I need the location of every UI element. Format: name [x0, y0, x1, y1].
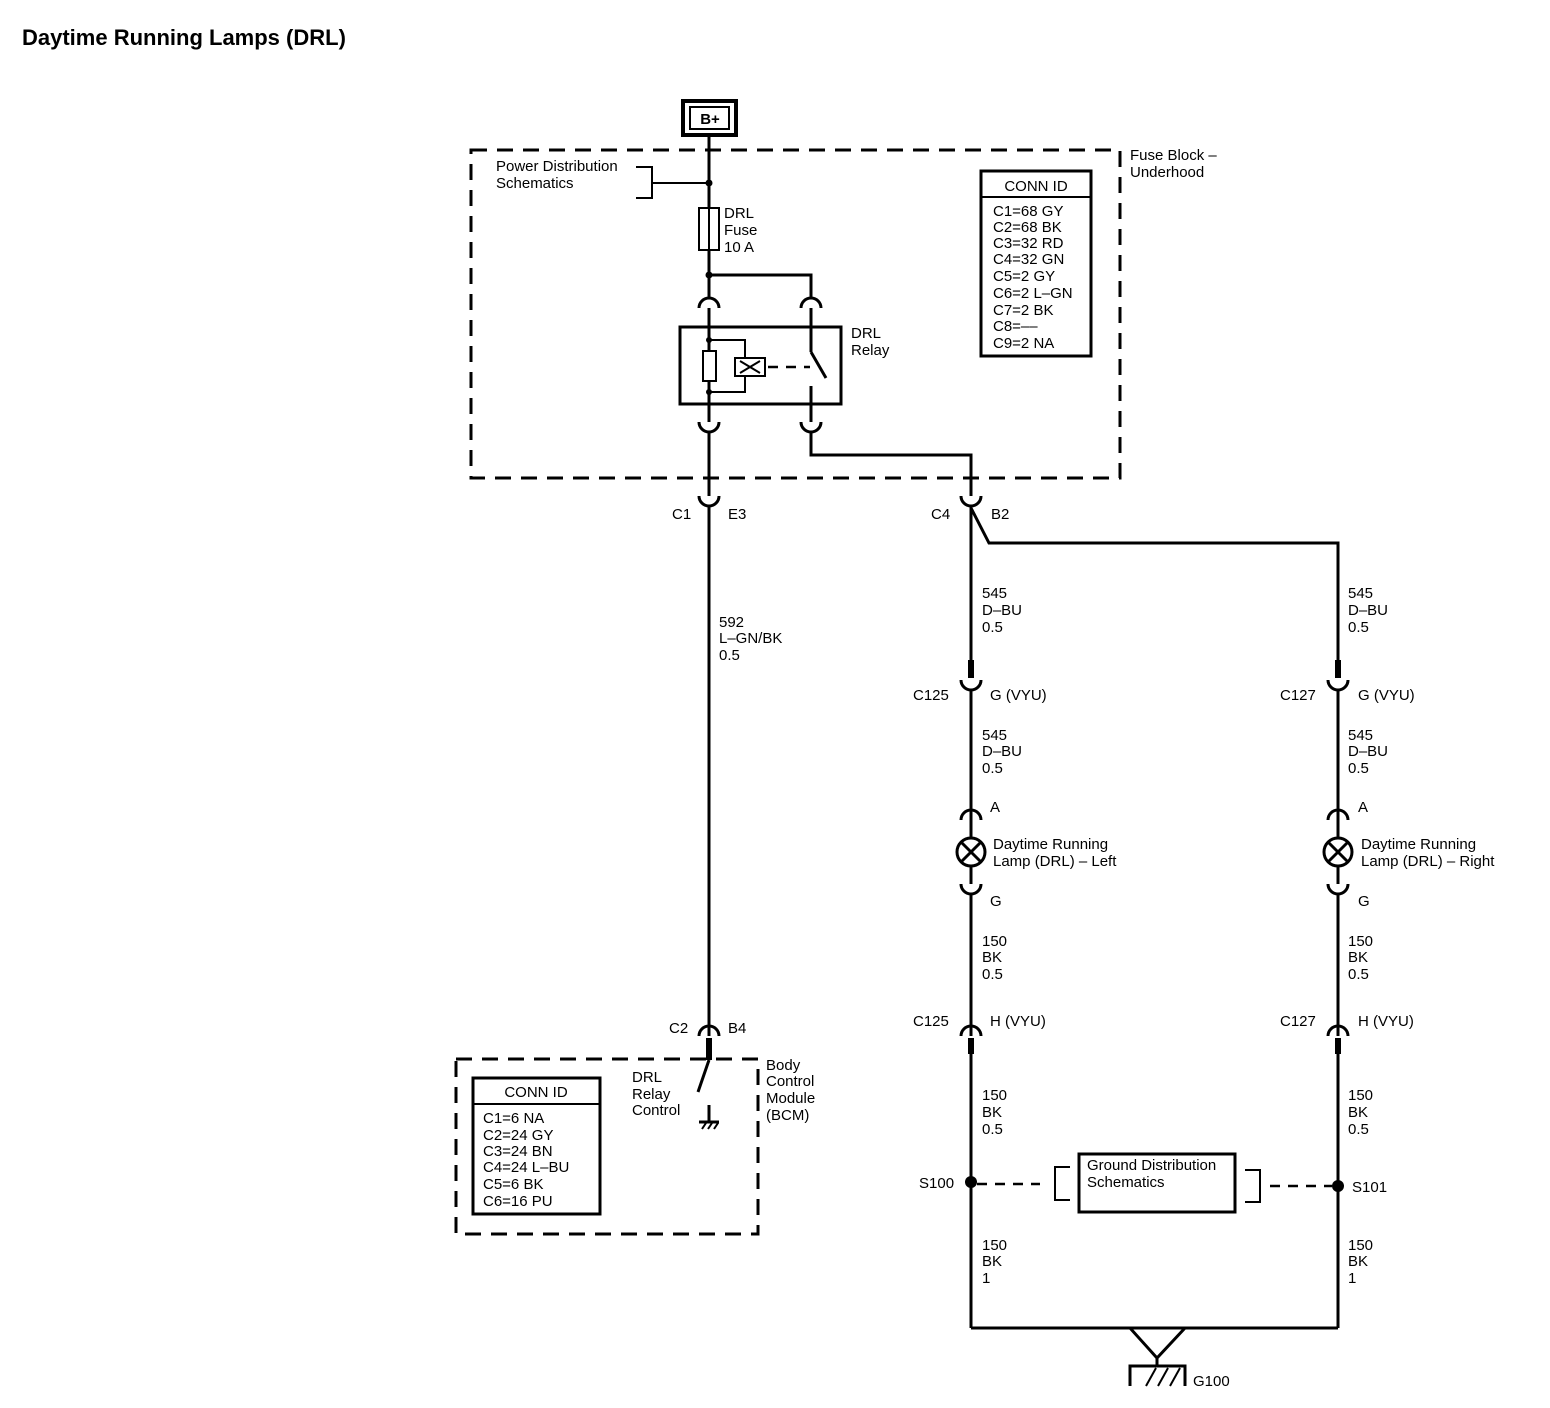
- battery-label: B+: [700, 111, 720, 128]
- fuse-block-label: Fuse Block – Underhood: [1130, 147, 1221, 181]
- connector-b4-label: B4: [728, 1020, 746, 1037]
- ground-hatch: [707, 1122, 713, 1130]
- connector-pin: [706, 1038, 712, 1060]
- connector-c127-h: [1326, 1024, 1350, 1037]
- fuse-block-conn-table: [979, 169, 1093, 358]
- ground-g100-label: G100: [1193, 1373, 1230, 1390]
- ground-symbol: [1128, 1364, 1187, 1386]
- ground-dist-label: Ground Distribution Schematics: [1087, 1157, 1220, 1191]
- connector-g-vyu-right: G (VYU): [1358, 687, 1415, 704]
- ground-hatch: [1169, 1367, 1181, 1387]
- ground-dist-bracket-right: [1245, 1169, 1261, 1203]
- battery-box-inner: [689, 106, 730, 130]
- ground-hatch: [1157, 1367, 1169, 1387]
- wire-150-1-label-right: 150 BK 1: [1348, 1237, 1377, 1287]
- bcm-conn-table-rows: C1=6 NA C2=24 GY C3=24 BN C4=24 L–BU C5=…: [483, 1110, 573, 1210]
- connector-b2-label: B2: [991, 506, 1009, 523]
- connector-symbol: [1326, 808, 1350, 821]
- power-dist-bracket: [636, 166, 653, 199]
- connector-symbol: [1326, 883, 1350, 896]
- wire-relay-output: [809, 432, 973, 488]
- connector-e3-label: E3: [728, 506, 746, 523]
- connector-pin: [1335, 1038, 1341, 1054]
- lamp-right-pin-g: G: [1358, 893, 1370, 910]
- connector-c1-label: C1: [672, 506, 691, 523]
- lamp-left-pin-a: A: [990, 799, 1000, 816]
- wire-545-right: [969, 507, 1340, 670]
- connector-symbol: [959, 808, 983, 821]
- wire-545-label-left: 545 D–BU 0.5: [982, 585, 1026, 636]
- connector-symbol: [697, 421, 721, 434]
- relay-coil-lead: [709, 339, 746, 358]
- ground-dist-bracket-left: [1054, 1166, 1070, 1201]
- connector-c2-label: C2: [669, 1020, 688, 1037]
- lamp-right-label: Daytime Running Lamp (DRL) – Right: [1361, 836, 1495, 870]
- page-title: Daytime Running Lamps (DRL): [22, 25, 346, 50]
- connector-c127-top-label: C127: [1280, 687, 1316, 704]
- lamp-right-pin-a: A: [1358, 799, 1368, 816]
- splice-s100: [965, 1176, 977, 1188]
- connector-symbol: [799, 421, 823, 434]
- connector-c2-b4: [697, 1024, 721, 1037]
- splice-s100-label: S100: [919, 1175, 954, 1192]
- lamp-left-label: Daytime Running Lamp (DRL) – Left: [993, 836, 1117, 870]
- wire-150-label-left: 150 BK 0.5: [982, 933, 1011, 983]
- lamp-left-pin-g: G: [990, 893, 1002, 910]
- conn-table-rows: C1=68 GY C2=68 BK C3=32 RD C4=32 GN C5=2…: [993, 203, 1077, 352]
- connector-g-vyu-left: G (VYU): [990, 687, 1047, 704]
- wire-545-label-right: 545 D–BU 0.5: [1348, 585, 1392, 636]
- connector-c1-e3: [697, 495, 721, 508]
- ground-hatch: [1145, 1367, 1157, 1387]
- wire-150-label-right-lower: 150 BK 0.5: [1348, 1087, 1377, 1138]
- connector-h-vyu-right: H (VYU): [1358, 1013, 1414, 1030]
- connector-c125-h: [959, 1024, 983, 1037]
- connector-c125-top-label: C125: [913, 687, 949, 704]
- relay-coil-lead: [709, 376, 746, 393]
- wire-ground-tap: [1128, 1326, 1187, 1361]
- connector-c4-label: C4: [931, 506, 950, 523]
- relay-label: DRL Relay: [851, 325, 890, 359]
- fuse-block-boundary: [469, 148, 1122, 480]
- relay-coil-x: [739, 360, 761, 374]
- splice-s101: [1332, 1180, 1344, 1192]
- lamp-cross: [1326, 840, 1350, 864]
- connector-symbol: [799, 296, 823, 309]
- fuse-label: DRL Fuse 10 A: [724, 205, 762, 256]
- bcm-conn-table-header: CONN ID: [504, 1084, 568, 1101]
- ground-hatch: [701, 1122, 707, 1130]
- connector-c125-g: [959, 679, 983, 692]
- connector-c4-b2: [959, 495, 983, 508]
- connector-c127-g: [1326, 679, 1350, 692]
- ground-hatch: [713, 1122, 719, 1130]
- conn-table-header: CONN ID: [1004, 178, 1068, 195]
- wire-545-label-right-lower: 545 D–BU 0.5: [1348, 727, 1392, 777]
- lamp-cross: [959, 840, 983, 864]
- power-dist-label: Power Distribution Schematics: [496, 158, 622, 192]
- wire-592-label: 592 L–GN/BK 0.5: [719, 614, 787, 664]
- connector-c127-bot-label: C127: [1280, 1013, 1316, 1030]
- wire-150-label-left-lower: 150 BK 0.5: [982, 1087, 1011, 1138]
- relay-resistor: [702, 350, 717, 382]
- bcm-switch-blade: [696, 1059, 711, 1093]
- connector-symbol: [959, 883, 983, 896]
- relay-switch-blade: [809, 351, 828, 379]
- wire-fuse-switch: [709, 273, 813, 298]
- ground-dist-box: [1077, 1152, 1237, 1214]
- wire-150-1-label-left: 150 BK 1: [982, 1237, 1011, 1287]
- wire-150-label-right: 150 BK 0.5: [1348, 933, 1377, 983]
- bcm-conn-table: [471, 1076, 602, 1216]
- connector-pin: [1335, 660, 1341, 678]
- bcm-boundary: [454, 1057, 760, 1236]
- wire-545-label-left-lower: 545 D–BU 0.5: [982, 727, 1026, 777]
- splice-s101-label: S101: [1352, 1179, 1387, 1196]
- connector-pin: [968, 660, 974, 678]
- bcm-control-label: DRL Relay Control: [632, 1069, 680, 1119]
- connector-pin: [968, 1038, 974, 1054]
- connector-c125-bot-label: C125: [913, 1013, 949, 1030]
- connector-h-vyu-left: H (VYU): [990, 1013, 1046, 1030]
- connector-symbol: [697, 296, 721, 309]
- bcm-label: Body Control Module (BCM): [766, 1057, 819, 1124]
